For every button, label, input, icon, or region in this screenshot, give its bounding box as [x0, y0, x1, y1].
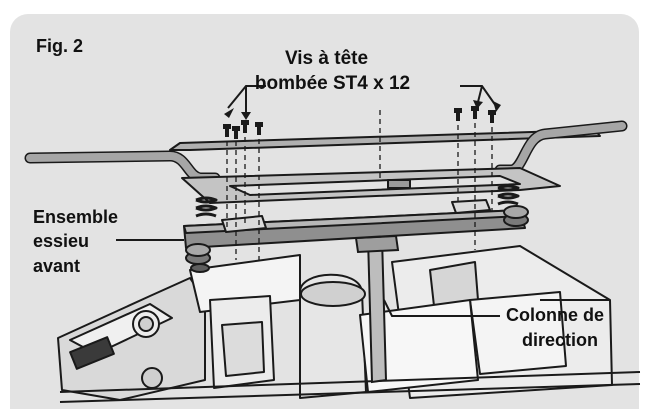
screw-label-line-2: bombée ST4 x 12	[254, 73, 411, 94]
screw-label-line-1: Vis à tête	[284, 48, 369, 69]
figure-title: Fig. 2	[36, 36, 84, 56]
axle-label-line-3: avant	[33, 256, 81, 276]
axle-label-line-2: essieu	[33, 231, 90, 251]
column-label-line-2: direction	[522, 330, 599, 350]
column-label-line-1: Colonne de	[506, 305, 604, 325]
screw-guide-lines	[226, 110, 493, 260]
axle-label-line-1: Ensemble	[33, 207, 119, 227]
vehicle-body	[57, 245, 641, 403]
front-axle-assembly	[24, 120, 628, 273]
screws	[223, 106, 496, 139]
leader-lines	[116, 85, 500, 317]
arrow-heads	[224, 100, 501, 120]
